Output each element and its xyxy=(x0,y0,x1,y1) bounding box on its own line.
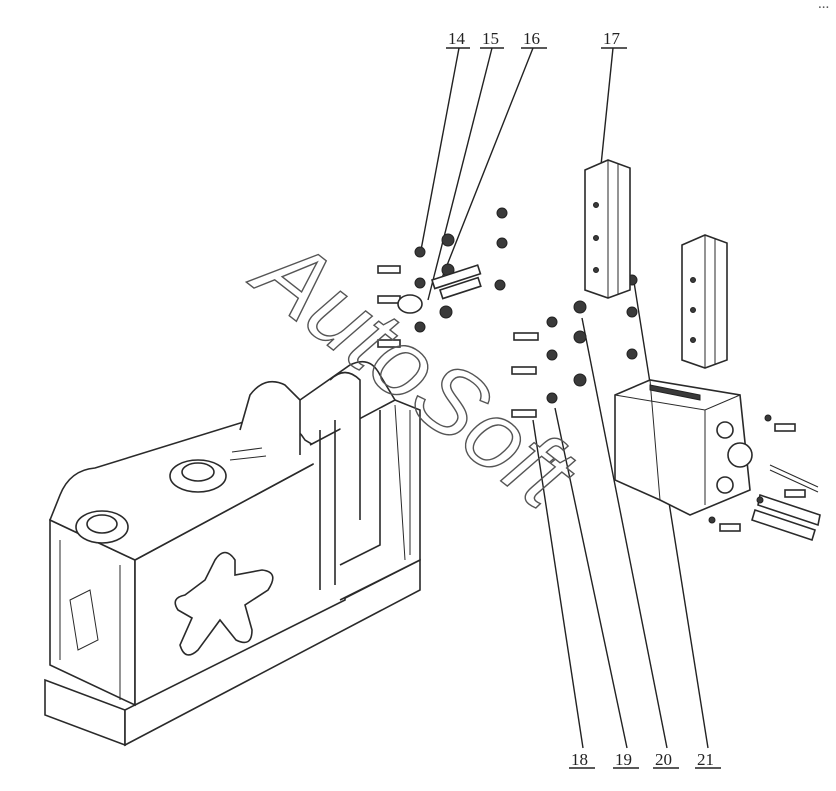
fastener-group-middle xyxy=(511,274,638,418)
pump-valve-unit xyxy=(614,379,821,542)
fuel-tank-assembly xyxy=(44,360,421,747)
callout-label-17: 17 xyxy=(603,29,621,48)
callout-label-18: 18 xyxy=(571,750,588,769)
mounting-brackets xyxy=(584,159,728,369)
leader-lines-bottom xyxy=(532,281,709,749)
callout-label-15: 15 xyxy=(482,29,499,48)
fastener-group-left xyxy=(377,207,508,348)
callout-label-20: 20 xyxy=(655,750,672,769)
callout-labels-bottom: 18 19 20 21 xyxy=(569,750,721,769)
callout-label-14: 14 xyxy=(448,29,466,48)
corner-mark: ∙∙∙ xyxy=(818,4,829,11)
callout-label-19: 19 xyxy=(615,750,632,769)
callout-label-16: 16 xyxy=(523,29,540,48)
callout-label-21: 21 xyxy=(697,750,714,769)
leader-lines-top xyxy=(420,47,614,301)
callout-labels-top: 14 15 16 17 xyxy=(446,29,627,49)
